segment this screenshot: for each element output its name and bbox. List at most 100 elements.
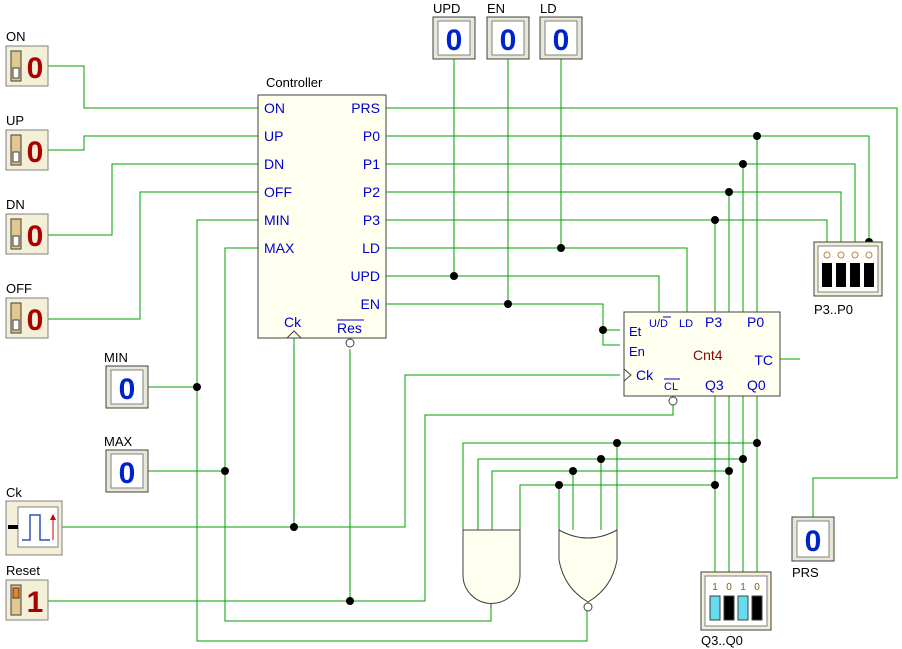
- wire-en: [386, 303, 620, 346]
- wire-ld: [386, 247, 688, 312]
- p-bus-led: [850, 263, 860, 287]
- cl-inversion-bubble: [668, 396, 678, 406]
- switch-off-knob: [12, 319, 20, 331]
- junction-dot: [753, 439, 761, 447]
- switch-off-lever: [10, 302, 22, 334]
- wire-prs: [386, 107, 898, 517]
- hex-input-upd-label: UPD: [433, 1, 460, 16]
- junction-dot: [739, 160, 747, 168]
- switch-on[interactable]: ON0: [5, 29, 49, 87]
- junction-dots: [193, 132, 873, 605]
- counter-pin-q3: Q3: [705, 377, 724, 393]
- wire-min: [148, 219, 258, 388]
- controller-pin-max: MAX: [264, 240, 295, 256]
- and-gate-body: [462, 529, 521, 604]
- p-bus-led: [822, 263, 832, 287]
- wire-q2-gate: [491, 470, 729, 530]
- controller-pin-res: Res: [337, 320, 362, 336]
- or-gate[interactable]: [558, 529, 618, 612]
- wire-max-down: [224, 471, 492, 622]
- switch-dn-lever: [10, 218, 22, 250]
- wires: [48, 58, 898, 642]
- junction-dot: [555, 481, 563, 489]
- controller-pin-off: OFF: [264, 184, 292, 200]
- q-bus-led: [723, 595, 735, 621]
- wire-q1-gate: [477, 458, 743, 530]
- wire-p1: [386, 163, 856, 242]
- switch-reset-lever: [10, 584, 22, 616]
- junction-dot: [504, 300, 512, 308]
- wire-ck: [62, 374, 620, 528]
- p-bus-led-dot: [851, 251, 859, 259]
- controller-pin-min: MIN: [264, 212, 290, 228]
- p-bus-leds: [822, 251, 874, 287]
- res-inversion-bubble: [345, 338, 355, 348]
- or-gate-body: [558, 529, 618, 603]
- p-bus-led-dot: [823, 251, 831, 259]
- hex-input-en-digit: 0: [500, 24, 517, 57]
- prs-output: 0 PRS: [791, 516, 835, 580]
- wire-upd: [386, 275, 660, 312]
- switch-up-digit: 0: [27, 136, 44, 169]
- controller-block[interactable]: Controller ON UP DN OFF MIN MAX PRS P0 P…: [257, 75, 387, 348]
- counter-block[interactable]: U/D LD P3 P0 Et En Ck TC CL Q3 Q0 Cnt4: [623, 311, 781, 406]
- wire-p0: [386, 135, 870, 242]
- junction-dot: [725, 467, 733, 475]
- junction-dot: [346, 597, 354, 605]
- junction-dot: [613, 439, 621, 447]
- junction-dot: [725, 188, 733, 196]
- switch-on-knob: [12, 67, 20, 79]
- hex-input-en-face: [491, 20, 525, 56]
- switch-dn-label: DN: [6, 197, 25, 212]
- counter-pin-tc: TC: [754, 352, 773, 368]
- p-bus-label: P3..P0: [814, 302, 853, 317]
- clock-arrow-icon: [50, 514, 56, 520]
- junction-dot: [711, 481, 719, 489]
- controller-pin-p1: P1: [363, 156, 380, 172]
- q-bus-digit: 0: [754, 582, 760, 593]
- wire-max: [148, 247, 258, 472]
- hex-input-en[interactable]: EN0: [486, 1, 530, 60]
- controller-pin-on: ON: [264, 100, 285, 116]
- controller-pin-up: UP: [264, 128, 283, 144]
- switch-dn[interactable]: DN0: [5, 197, 49, 255]
- nor-inversion-bubble: [583, 602, 593, 612]
- junction-dot: [599, 326, 607, 334]
- prs-face: [796, 520, 830, 558]
- wire-p3: [386, 219, 828, 242]
- controller-body: [257, 94, 387, 339]
- hex-input-ld[interactable]: LD0: [539, 1, 583, 60]
- switch-up-knob: [12, 151, 20, 163]
- controller-pin-en: EN: [361, 296, 380, 312]
- hex-input-ld-digit: 0: [553, 24, 570, 57]
- counter-pin-ud: U/D: [649, 318, 668, 330]
- controller-pin-prs: PRS: [351, 100, 380, 116]
- switch-dn-knob: [12, 235, 20, 247]
- wire-up: [48, 135, 258, 151]
- counter-pin-ld: LD: [679, 318, 693, 330]
- p-bus-display: P3..P0: [813, 241, 883, 317]
- controller-pin-p0: P0: [363, 128, 380, 144]
- counter-pin-ck: Ck: [636, 367, 654, 383]
- junction-dot: [597, 455, 605, 463]
- prs-label: PRS: [792, 565, 819, 580]
- clock-face: [17, 506, 59, 548]
- switch-up[interactable]: UP0: [5, 113, 49, 171]
- clock-source[interactable]: Ck: [5, 485, 63, 556]
- and-gate[interactable]: [462, 529, 521, 608]
- clock-bar-icon: [8, 525, 18, 529]
- p-bus-led: [836, 263, 846, 287]
- wire-off: [48, 191, 258, 320]
- q-bus-digit: 0: [726, 582, 732, 593]
- wire-q3-gate: [519, 484, 715, 530]
- hex-input-max-face: [110, 453, 144, 489]
- wire-on: [48, 65, 258, 109]
